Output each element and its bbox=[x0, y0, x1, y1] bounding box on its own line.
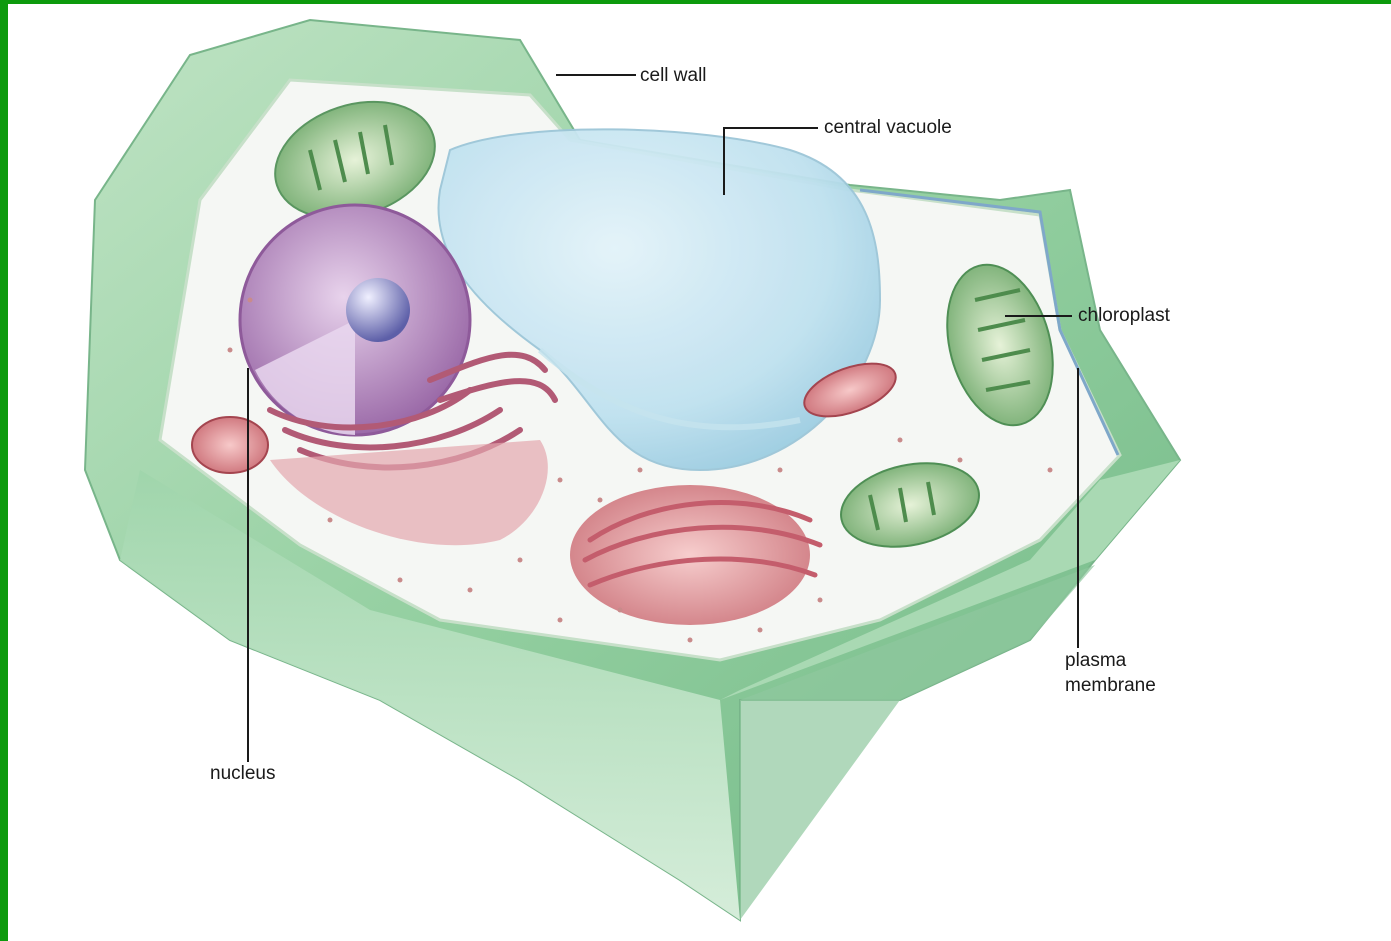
diagram-frame: cell wall central vacuole chloroplast pl… bbox=[8, 4, 1391, 941]
label-nucleus: nucleus bbox=[210, 762, 276, 786]
label-cell-wall: cell wall bbox=[640, 64, 707, 88]
nucleolus bbox=[346, 278, 410, 342]
plant-cell-illustration bbox=[8, 4, 1391, 941]
mitochondrion-left bbox=[192, 417, 268, 473]
label-chloroplast: chloroplast bbox=[1078, 304, 1170, 328]
label-central-vacuole: central vacuole bbox=[824, 116, 952, 140]
label-plasma-membrane-line2: membrane bbox=[1065, 674, 1156, 698]
label-plasma-membrane-line1: plasma bbox=[1065, 649, 1126, 673]
